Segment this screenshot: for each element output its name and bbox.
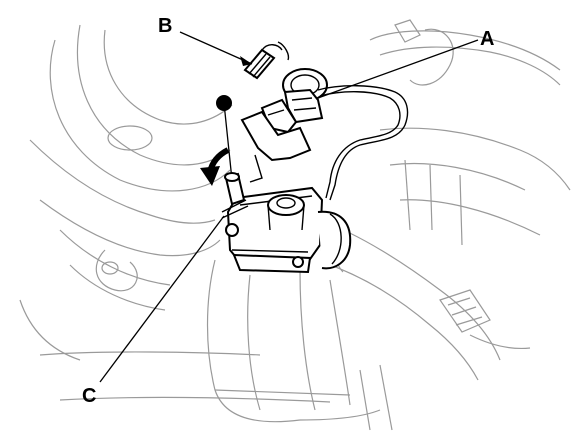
callout-label-a: A [480, 28, 494, 50]
callout-label-c: C [82, 385, 96, 407]
vacuum-hose-b [216, 41, 290, 181]
callout-label-b: B [158, 15, 172, 37]
callout-c-leader [99, 215, 225, 383]
sensor-module [240, 68, 328, 183]
port-housing [221, 172, 352, 274]
callout-b-leader [179, 31, 253, 65]
metal-line [317, 85, 409, 201]
removal-arrow [200, 147, 230, 186]
callout-b-arrowhead [240, 56, 252, 66]
background-engine-parts [19, 19, 571, 431]
callout-a-leader [317, 39, 479, 99]
